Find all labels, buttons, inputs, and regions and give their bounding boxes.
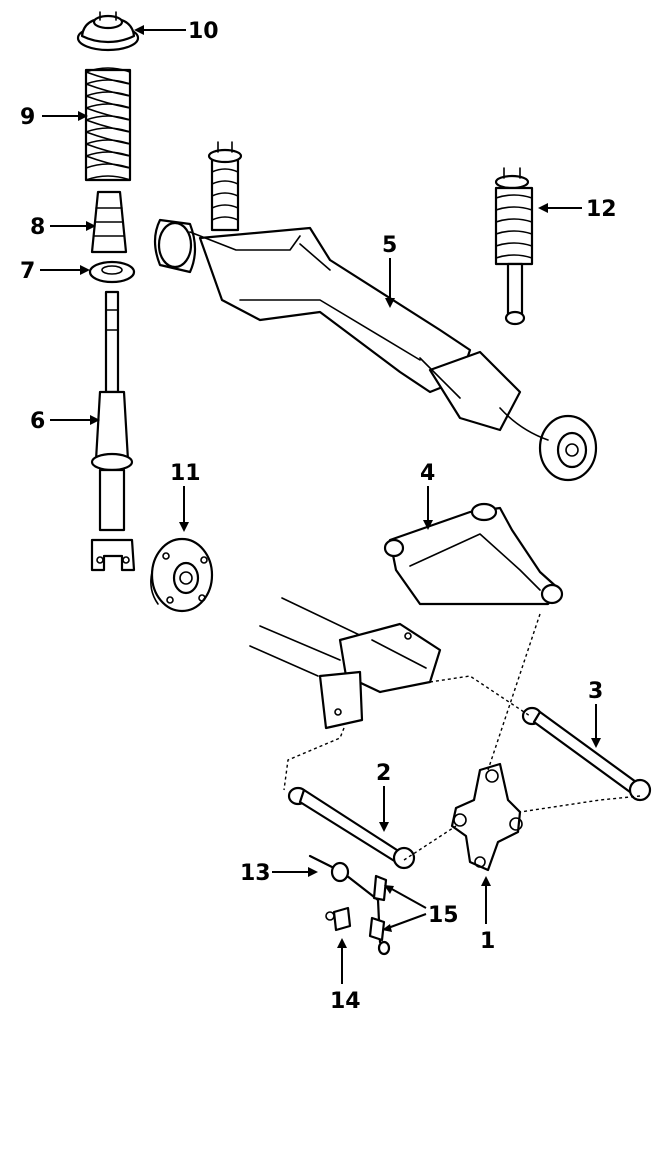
part-12-shock-coil (494, 167, 534, 326)
part-9-coil-spring (84, 67, 132, 182)
part-4-upper-control-arm (383, 502, 564, 606)
callout-label-12: 12 (586, 197, 617, 222)
callout-4: 4 (420, 461, 435, 530)
part-3-lateral-link (521, 706, 652, 802)
callout-3: 3 (588, 679, 603, 748)
part-15-stabilizer-links (368, 874, 388, 942)
part-7-spring-seat (88, 260, 136, 284)
callout-label-14: 14 (330, 989, 361, 1014)
part-10-upper-strut-mount (76, 11, 140, 52)
body-frame-section (249, 597, 442, 730)
part-14-stabilizer-bracket (325, 906, 352, 932)
callout-1: 1 (480, 876, 495, 954)
callout-label-8: 8 (30, 215, 45, 240)
callout-11: 11 (170, 461, 201, 532)
callout-label-2: 2 (376, 761, 391, 786)
callout-label-4: 4 (420, 461, 435, 486)
callout-label-3: 3 (588, 679, 603, 704)
callout-7: 7 (20, 259, 90, 284)
callout-label-15: 15 (428, 903, 459, 928)
callout-14: 14 (330, 938, 361, 1014)
part-6-strut-assembly (90, 290, 136, 572)
part-1-knuckle (450, 762, 523, 872)
callout-label-1: 1 (480, 929, 495, 954)
callout-2: 2 (376, 761, 391, 832)
callout-label-13: 13 (240, 861, 271, 886)
part-8-bump-stop (90, 190, 128, 254)
callout-12: 12 (538, 197, 617, 222)
callout-15: 15 (382, 885, 459, 932)
callout-5: 5 (382, 233, 397, 308)
callout-label-7: 7 (20, 259, 35, 284)
callout-label-5: 5 (382, 233, 397, 258)
part-13-stabilizer-bar (308, 854, 391, 956)
callout-6: 6 (30, 409, 100, 434)
callout-label-9: 9 (20, 105, 35, 130)
reference-lines (283, 613, 641, 861)
callout-label-10: 10 (188, 19, 219, 44)
callout-13: 13 (240, 861, 318, 886)
part-2-trailing-link (287, 786, 416, 870)
callout-label-6: 6 (30, 409, 45, 434)
callout-9: 9 (20, 105, 88, 130)
part-5-axle-beam (153, 141, 598, 482)
part-11-hub-bearing (150, 537, 214, 613)
callout-8: 8 (30, 215, 96, 240)
callout-10: 10 (134, 19, 219, 44)
callout-label-11: 11 (170, 461, 201, 486)
